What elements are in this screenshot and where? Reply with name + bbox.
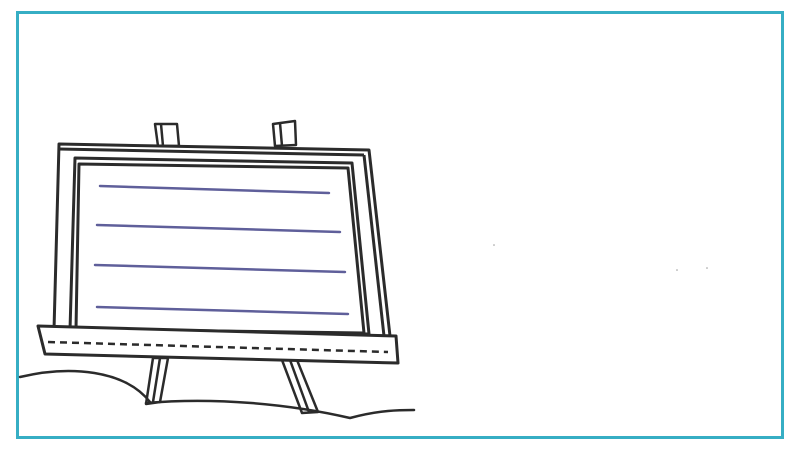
- ruled-line: [95, 223, 342, 234]
- easel-top-clips: [153, 119, 298, 148]
- ruled-line: [95, 305, 350, 316]
- ruled-line: [93, 263, 347, 274]
- ground-hills: [18, 369, 416, 420]
- easel-legs: [144, 356, 320, 415]
- easel-tray: [36, 324, 400, 365]
- ruled-line: [98, 184, 331, 195]
- stray-specks: [493, 244, 708, 271]
- board-ruled-lines: [93, 184, 350, 316]
